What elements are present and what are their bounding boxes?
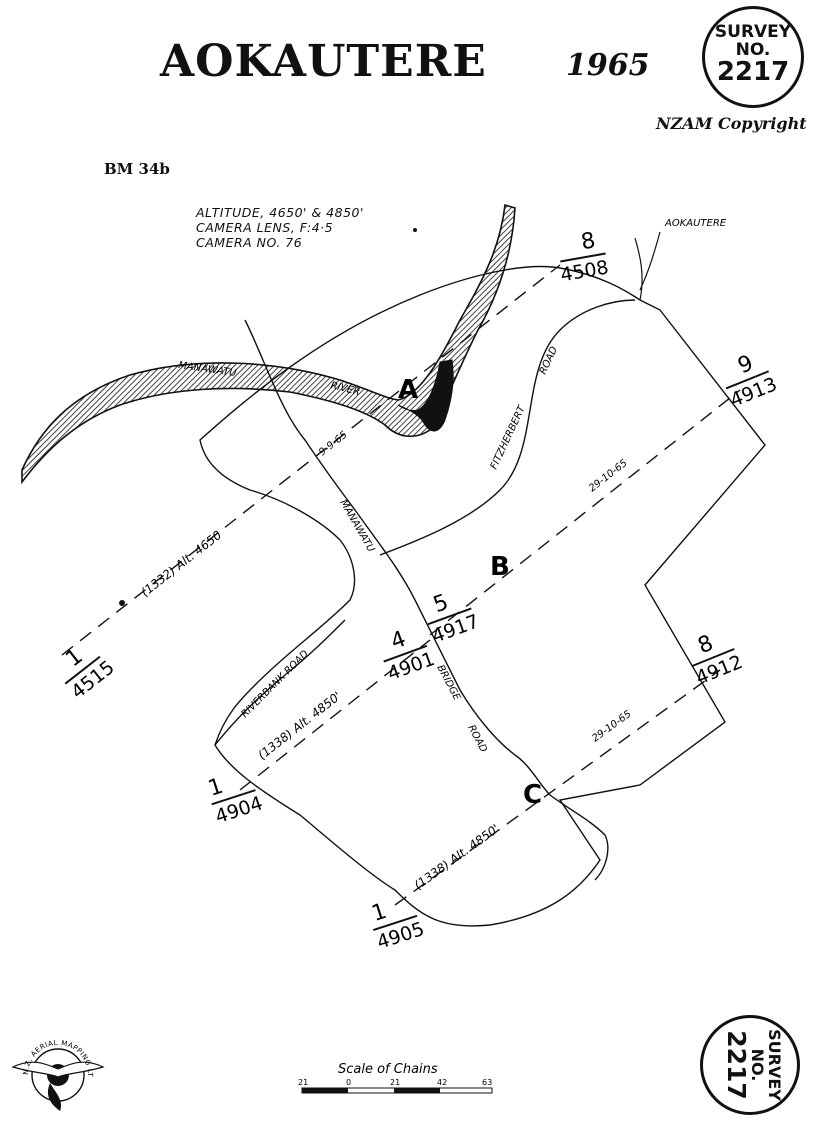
manawatu-river (21, 203, 516, 485)
river-dark-lobe (397, 359, 454, 432)
altitude-text: ALTITUDE, 4650' & 4850' (196, 205, 364, 220)
photo-label-4912: 8 4912 (691, 631, 746, 690)
flight-line-b-west (239, 639, 431, 791)
label-bridge: BRIDGE (434, 663, 462, 703)
photo-4508-top: 8 (579, 228, 597, 255)
altitude-run-b: (1338) Alt. 4850' (255, 689, 344, 762)
run-label-c: C (523, 780, 542, 810)
photo-label-4905: 1 4905 (369, 899, 427, 954)
photo-4905-top: 1 (369, 899, 390, 927)
map-year: 1965 (566, 48, 650, 83)
scale-title: Scale of Chains (338, 1062, 438, 1077)
photo-label-4917: 5 4917 (427, 590, 482, 648)
photo-4913-bottom: 4913 (727, 373, 780, 412)
altitude-run-a: (1332) Alt. 4650 (138, 528, 224, 600)
scale-tick-1: 0 (346, 1078, 351, 1087)
survey-seal-top: SURVEY NO. 2217 (702, 6, 804, 108)
fitzherbert-road-line (379, 299, 636, 556)
seal-line-number: 2217 (716, 57, 790, 87)
photo-label-4515: 1 4515 (61, 644, 119, 703)
date-run-b: 29-10-65 (587, 458, 630, 495)
seal-line-survey: SURVEY (714, 22, 792, 42)
scale-tick-3: 42 (437, 1078, 447, 1087)
scale-bar: Scale of Chains 21 0 21 42 63 (298, 1062, 493, 1094)
seal-bottom-line-survey: SURVEY (765, 1029, 784, 1101)
scale-tick-2: 21 (390, 1078, 400, 1087)
flight-line-a (61, 264, 561, 656)
photo-4913-top: 9 (734, 351, 756, 379)
photo-label-4901: 4 4901 (383, 627, 438, 685)
copyright-notice: NZAM Copyright (656, 114, 807, 133)
benchmark-label: BM 34b (104, 160, 170, 178)
date-run-c: 29-10-65 (590, 709, 633, 745)
photo-4901-top: 4 (388, 627, 410, 655)
photo-label-4904: 1 4904 (205, 774, 265, 828)
bridge-road-line (244, 319, 609, 881)
flight-line-c (394, 669, 721, 906)
aokautere-track (634, 231, 661, 301)
scale-tick-0: 21 (298, 1078, 308, 1087)
label-riverbank: RIVERBANK ROAD (239, 648, 311, 720)
nz-aerial-mapping-logo: N.Z. AERIAL MAPPING LTD. (11, 1039, 105, 1111)
riverbank-road-line (214, 619, 346, 746)
date-run-a: 9-9-65 (317, 430, 350, 459)
photo-4901-bottom: 4901 (385, 648, 438, 685)
survey-seal-bottom: SURVEY NO. 2217 (700, 1015, 800, 1115)
photo-4904-top: 1 (205, 774, 226, 802)
camera-lens-text: CAMERA LENS, F:4·5 (196, 220, 334, 235)
seal-bottom-line-no: NO. (748, 1048, 767, 1082)
flight-line-b (429, 389, 741, 636)
seal-bottom-line-number: 2217 (722, 1030, 751, 1100)
run-label-a: A (398, 375, 418, 405)
photo-label-4508: 8 4508 (559, 228, 610, 286)
label-manawatu-road: MANAWATU (337, 498, 376, 555)
coverage-outline (199, 265, 766, 927)
photo-4912-top: 8 (694, 631, 716, 659)
seal-line-no: NO. (735, 40, 771, 60)
map-title: AOKAUTERE (160, 36, 487, 87)
run-label-b: B (490, 552, 510, 582)
benchmark-dot (119, 600, 125, 606)
label-fitzherbert: FITZHERBERT (489, 404, 528, 472)
label-aokautere: AOKAUTERE (664, 218, 727, 229)
camera-number-text: CAMERA NO. 76 (196, 235, 303, 250)
scale-tick-4: 63 (482, 1078, 492, 1087)
flight-info: ALTITUDE, 4650' & 4850' CAMERA LENS, F:4… (196, 205, 364, 250)
altitude-run-c: (1338) Alt. 4850' (412, 821, 502, 892)
label-road-bridge: ROAD (465, 723, 489, 754)
ref-dot (413, 228, 417, 232)
photo-4917-top: 5 (430, 590, 452, 618)
photo-4912-bottom: 4912 (693, 651, 746, 690)
